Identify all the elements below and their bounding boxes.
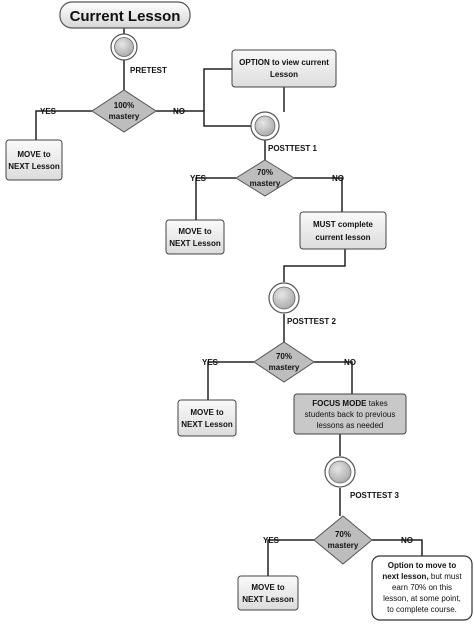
posttest2-label: POSTTEST 2 xyxy=(287,317,336,326)
decision1-no-line xyxy=(156,110,252,127)
move-next-box-1: MOVE to NEXT Lesson xyxy=(5,139,63,181)
move-next-box-4: MOVE to NEXT Lesson xyxy=(237,575,299,611)
decision-70-mastery-2: 70% mastery xyxy=(253,341,315,383)
move-next-1-line2: NEXT Lesson xyxy=(8,162,60,171)
posttest1-node: POSTTEST 1 xyxy=(250,111,317,153)
no-label-4: NO xyxy=(401,536,413,545)
move-next-2-line2: NEXT Lesson xyxy=(169,239,221,248)
focus-mode-takes: takes xyxy=(366,399,387,408)
must-complete-box: MUST complete current lesson xyxy=(299,211,387,250)
move-next-3-line2: NEXT Lesson xyxy=(181,420,233,429)
focus-mode-line3: lessons as needed xyxy=(317,421,384,430)
decision4-line1: 70% xyxy=(335,530,351,539)
decision2-no-line xyxy=(294,177,343,212)
option-view-bracket-line xyxy=(203,68,232,111)
move-next-2-line1: MOVE to xyxy=(178,227,211,236)
decision-70-mastery-1: 70% mastery xyxy=(235,159,295,197)
pretest-node: PRETEST xyxy=(110,33,167,75)
move-next-4-line1: MOVE to xyxy=(251,583,284,592)
must-complete-line2: current lesson xyxy=(315,233,370,242)
move-next-3-line1: MOVE to xyxy=(190,408,223,417)
edge-labels: YES NO YES NO YES NO YES NO xyxy=(40,107,413,545)
move-next-box-2: MOVE to NEXT Lesson xyxy=(165,219,225,255)
must-complete-to-posttest2-line xyxy=(283,249,346,282)
yes-label-3: YES xyxy=(202,358,219,367)
move-next-4-line2: NEXT Lesson xyxy=(242,595,294,604)
no-label-1: NO xyxy=(173,107,185,116)
posttest3-label: POSTTEST 3 xyxy=(350,491,399,500)
option-move-line2: next lesson, but must xyxy=(382,572,462,581)
option-view-box: OPTION to view current Lesson xyxy=(231,49,337,88)
pretest-label: PRETEST xyxy=(130,66,167,75)
decision4-line2: mastery xyxy=(328,541,359,550)
decision-100-mastery: 100% mastery xyxy=(91,89,157,133)
decision-70-mastery-3: 70% mastery xyxy=(313,515,373,565)
option-move-box: Option to move to next lesson, but must … xyxy=(371,555,473,621)
option-move-line1: Option to move to xyxy=(388,561,457,570)
yes-label-2: YES xyxy=(190,174,207,183)
current-lesson-node: Current Lesson xyxy=(59,1,191,29)
decision2-line1: 70% xyxy=(257,168,273,177)
focus-mode-line1: FOCUS MODE takes xyxy=(312,399,388,408)
decision1-line2: mastery xyxy=(109,112,140,121)
decision3-no-line xyxy=(314,361,353,394)
focus-mode-bold: FOCUS MODE xyxy=(312,399,367,408)
option-view-line1: OPTION to view current xyxy=(239,58,329,67)
decision1-line1: 100% xyxy=(114,101,134,110)
move-next-box-3: MOVE to NEXT Lesson xyxy=(177,399,237,437)
option-view-line2: Lesson xyxy=(270,70,298,79)
decision3-line2: mastery xyxy=(269,363,300,372)
yes-label-1: YES xyxy=(40,107,57,116)
posttest1-label: POSTTEST 1 xyxy=(268,144,317,153)
option-move-line5: to complete course. xyxy=(387,605,457,614)
option-move-line3: earn 70% on this xyxy=(392,583,452,592)
diagram-title: Current Lesson xyxy=(70,8,181,25)
option-move-line4: lesson, at some point, xyxy=(383,594,461,603)
yes-label-4: YES xyxy=(263,536,280,545)
must-complete-line1: MUST complete xyxy=(313,220,374,229)
decision2-yes-line xyxy=(195,177,236,220)
decision1-yes-line xyxy=(35,110,92,140)
posttest2-node: POSTTEST 2 xyxy=(268,282,336,326)
focus-mode-box: FOCUS MODE takes students back to previo… xyxy=(293,393,407,435)
focus-mode-line2: students back to previous xyxy=(305,410,396,419)
decision4-yes-line xyxy=(267,539,314,576)
decision4-no-line xyxy=(372,539,423,556)
no-label-3: NO xyxy=(344,358,356,367)
move-next-1-line1: MOVE to xyxy=(17,150,50,159)
no-label-2: NO xyxy=(332,174,344,183)
posttest3-node: POSTTEST 3 xyxy=(324,456,399,500)
connectors xyxy=(35,27,423,576)
option-move-but-must: but must xyxy=(429,572,463,581)
option-move-next-lesson: next lesson, xyxy=(382,572,428,581)
decision3-line1: 70% xyxy=(276,352,292,361)
decision3-yes-line xyxy=(207,361,254,400)
decision2-line2: mastery xyxy=(250,179,281,188)
